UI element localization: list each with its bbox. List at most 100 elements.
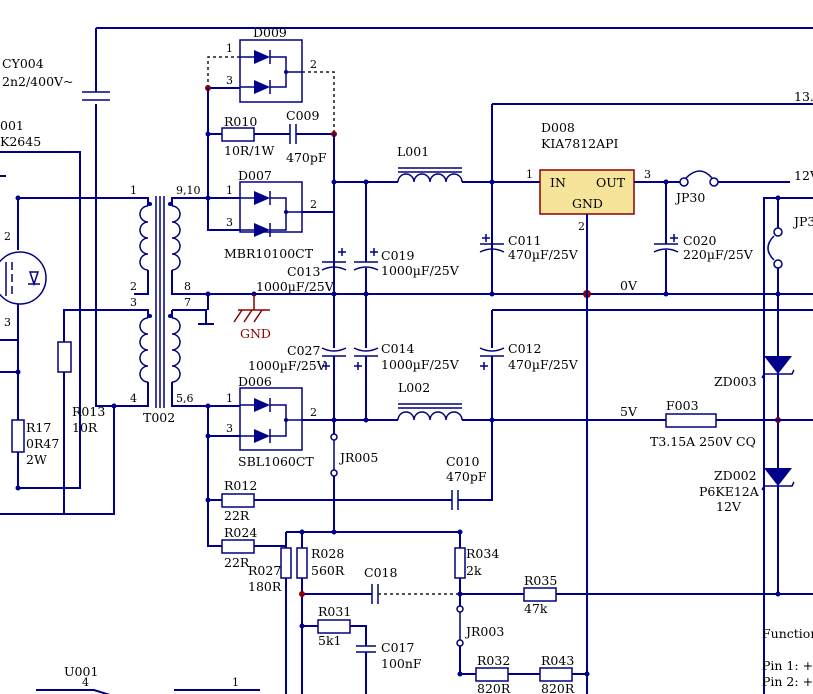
- right-side-protection: [761, 197, 813, 694]
- r013-value: 10R: [72, 420, 98, 435]
- t002-pin-910: 9,10: [176, 184, 201, 197]
- c020-label: C020: [683, 233, 716, 248]
- t002-pin-4: 4: [130, 392, 137, 405]
- r028-value: 560R: [311, 563, 345, 578]
- r034-value: 2k: [466, 563, 482, 578]
- l001-label: L001: [397, 144, 429, 159]
- zd003-label: ZD003: [714, 374, 757, 389]
- f003-value: T3.15A 250V CQ: [650, 434, 756, 449]
- cy004-capacitor: [82, 91, 110, 101]
- q-left-label: 001: [0, 118, 24, 133]
- capacitor-c011: [479, 234, 505, 253]
- transformer-t002: [134, 196, 200, 408]
- r012-label: R012: [224, 478, 257, 493]
- function-pin1: Pin 1: +1: [762, 658, 813, 673]
- snubber-r010-c009: [207, 88, 334, 198]
- d006-label: D006: [238, 374, 272, 389]
- t002-pin-2: 2: [130, 280, 137, 293]
- jp30-label: JP30: [674, 190, 705, 205]
- r17-label: R17: [26, 420, 51, 435]
- d007-pin-2: 2: [310, 198, 317, 211]
- capacitors-c027-c014: [321, 294, 379, 420]
- reg-pin-3: 3: [644, 168, 651, 181]
- c014-label: C014: [381, 341, 414, 356]
- r027-value: 180R: [248, 579, 282, 594]
- u001-pin-1: 1: [232, 676, 239, 689]
- d009-pin-3: 3: [226, 74, 233, 87]
- zd002-label: ZD002: [714, 468, 757, 483]
- d007-pin-1: 1: [226, 184, 233, 197]
- t002-pin-3: 3: [130, 296, 137, 309]
- capacitor-c020: [653, 182, 679, 294]
- c019-label: C019: [381, 248, 414, 263]
- net-0v-label: 0V: [620, 278, 638, 293]
- top-rail-wire: [95, 27, 813, 407]
- diode-d007: [200, 181, 334, 237]
- t002-pin-56: 5,6: [176, 392, 194, 405]
- net-5v-label: 5V: [620, 404, 638, 419]
- capacitors-c013-c019: [321, 182, 379, 294]
- r043-label: R043: [541, 653, 574, 668]
- reg-pin-1: 1: [526, 168, 533, 181]
- jr003-label: JR003: [464, 624, 504, 639]
- reg-pin-2: 2: [578, 220, 585, 233]
- r031-label: R031: [318, 604, 351, 619]
- c009-label: C009: [286, 108, 319, 123]
- d008-value: KIA7812API: [541, 136, 619, 151]
- c011-value: 470µF/25V: [508, 247, 579, 262]
- d009-pin-1: 1: [226, 42, 233, 55]
- feedback-network: [280, 531, 813, 694]
- jumper-jr005: [330, 420, 338, 532]
- d006-pin-2: 2: [310, 406, 317, 419]
- r013-resistor: [0, 309, 134, 515]
- gnd-label: GND: [240, 326, 271, 341]
- r035-value: 47k: [524, 601, 548, 616]
- c027-value: 1000µF/25V: [248, 358, 327, 373]
- d006-value: SBL1060CT: [238, 454, 314, 469]
- d007-value: MBR10100CT: [224, 246, 314, 261]
- r17-value: 0R47: [26, 436, 59, 451]
- reg-out-label: OUT: [596, 175, 626, 190]
- u001-pin-4: 4: [82, 676, 89, 689]
- c013-label: C013: [287, 264, 320, 279]
- l002-label: L002: [398, 380, 430, 395]
- r17-watt: 2W: [26, 452, 47, 467]
- c017-value: 100nF: [381, 656, 422, 671]
- d007-label: D007: [238, 168, 272, 183]
- r010-value: 10R/1W: [224, 143, 274, 158]
- mosfet-q001: [0, 151, 134, 489]
- function-title: Function: [762, 626, 813, 641]
- d006-pin-3: 3: [226, 422, 233, 435]
- chassis-ground-symbol: [233, 294, 270, 323]
- q-pin-2: 2: [4, 230, 11, 243]
- c019-value: 1000µF/25V: [381, 263, 460, 278]
- reg-in-label: IN: [550, 175, 566, 190]
- r012-value: 22R: [224, 508, 250, 523]
- c010-label: C010: [446, 454, 479, 469]
- jumper-jp30: [679, 170, 790, 187]
- r032-value: 820R: [477, 681, 511, 694]
- r043-value: 820R: [541, 681, 575, 694]
- diode-d009: [207, 39, 335, 134]
- c020-value: 220µF/25V: [683, 247, 754, 262]
- regulator-d008: [539, 169, 680, 694]
- capacitor-c012: [479, 309, 813, 420]
- r032-label: R032: [477, 653, 510, 668]
- d008-label: D008: [541, 120, 575, 135]
- c011-label: C011: [508, 233, 541, 248]
- r027-label: R027: [248, 563, 281, 578]
- c012-value: 470µF/25V: [508, 357, 579, 372]
- t002-pin-8: 8: [184, 280, 191, 293]
- zd002-value: P6KE12A: [699, 484, 760, 499]
- t002-label: T002: [143, 410, 175, 425]
- c009-value: 470pF: [286, 150, 327, 165]
- r024-value: 22R: [224, 555, 250, 570]
- d009-pin-2: 2: [310, 58, 317, 71]
- cy004-label: CY004: [2, 56, 44, 71]
- f003-label: F003: [666, 398, 699, 413]
- t002-pin-7: 7: [184, 296, 191, 309]
- c010-value: 470pF: [446, 469, 487, 484]
- c017-label: C017: [381, 640, 414, 655]
